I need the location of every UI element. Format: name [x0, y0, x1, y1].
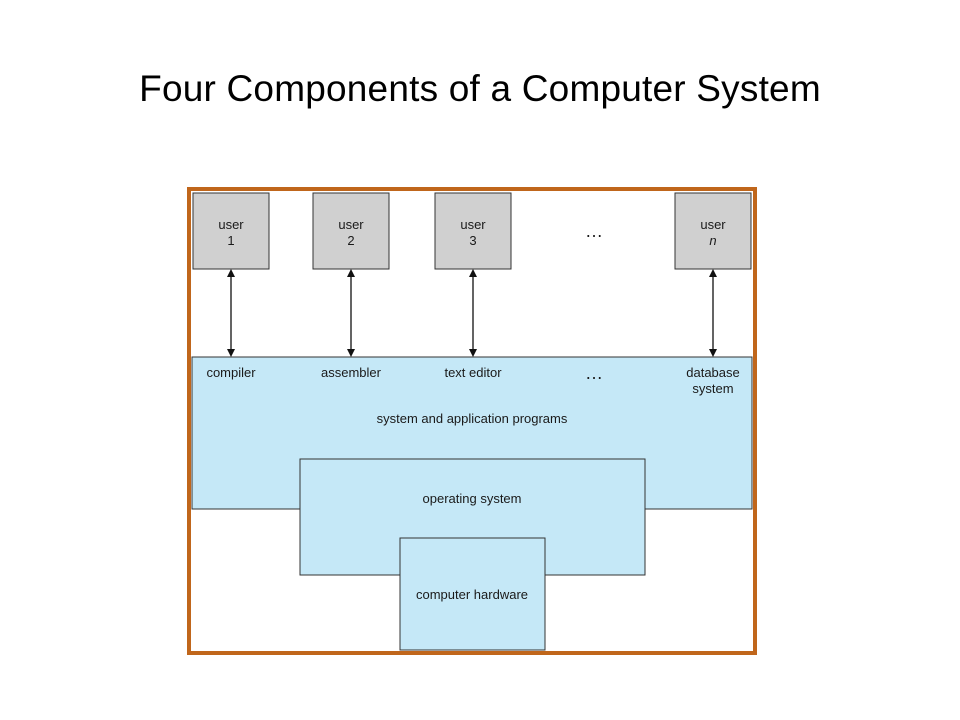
user-3-label: user	[460, 217, 486, 232]
hardware-label: computer hardware	[416, 587, 528, 602]
programs-ellipsis: …	[585, 363, 603, 383]
slide-title: Four Components of a Computer System	[139, 68, 821, 109]
program-text-editor: text editor	[444, 365, 502, 380]
user-2-label: user	[338, 217, 364, 232]
user-box-3: user 3	[434, 192, 512, 270]
user-1-label: user	[218, 217, 244, 232]
program-compiler: compiler	[206, 365, 256, 380]
users-ellipsis: …	[585, 221, 603, 241]
user-1-number: 1	[227, 233, 234, 248]
user-n-label: user	[700, 217, 726, 232]
user-box-1: user 1	[192, 192, 270, 270]
operating-system-label: operating system	[423, 491, 522, 506]
program-database-line2: system	[692, 381, 733, 396]
programs-layer-label: system and application programs	[377, 411, 568, 426]
user-2-number: 2	[347, 233, 354, 248]
program-database-line1: database	[686, 365, 740, 380]
computer-system-diagram: user 1 user 2 user 3 user n …	[187, 187, 757, 655]
user-3-number: 3	[469, 233, 476, 248]
user-n-number: n	[709, 233, 716, 248]
operating-system-layer	[299, 458, 646, 576]
diagram-svg: user 1 user 2 user 3 user n …	[187, 187, 757, 655]
user-box-n: user n	[674, 192, 752, 270]
hardware-layer	[399, 537, 546, 651]
program-assembler: assembler	[321, 365, 382, 380]
user-box-2: user 2	[312, 192, 390, 270]
